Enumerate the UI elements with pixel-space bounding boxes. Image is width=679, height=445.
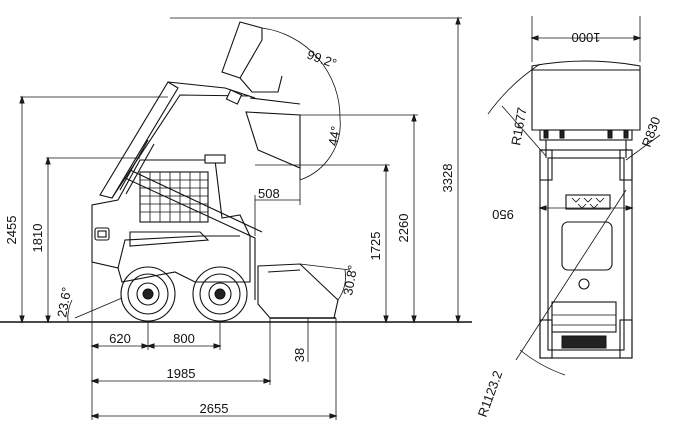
label-1000: 1000 [572,30,601,45]
lowered-bucket [257,263,339,319]
top-view: 1000 [475,16,664,419]
dim-height-2455: 2455 [4,95,25,324]
label-r830: R830 [639,115,664,149]
dim-height-2260: 2260 [396,113,417,324]
label-620: 620 [109,331,131,346]
angle-44: 44° [299,115,343,181]
dim-1985: 1985 [90,366,272,384]
dim-800: 800 [146,331,222,349]
dim-2655: 2655 [90,401,338,419]
label-950: 950 [492,207,514,222]
dim-38: 38 [292,318,320,362]
top-body [539,140,633,359]
dim-620: 620 [90,331,150,349]
label-3328: 3328 [440,164,455,193]
dim-1000: 1000 [530,30,642,45]
lift-arm [99,81,263,300]
machine-body [91,154,251,283]
label-99-2: 99.2° [305,47,339,72]
label-23-6: 23.6° [54,286,74,319]
label-r1123-2: R1123.2 [475,369,506,419]
radius-r1123-2: R1123.2 [475,189,627,419]
angle-23-6: 23.6° [54,286,123,323]
dim-reach-508: 508 [254,165,301,236]
label-2455: 2455 [4,216,19,245]
label-2260: 2260 [396,214,411,243]
label-44: 44° [325,125,343,147]
side-view: 2455 1810 3328 2260 1725 [0,16,472,420]
label-2655: 2655 [200,401,229,416]
rear-wheel [120,266,176,322]
label-1725: 1725 [368,232,383,261]
radius-r1677: R1677 [487,63,547,157]
dim-950: 950 [492,205,634,222]
label-800: 800 [173,331,195,346]
label-1985: 1985 [167,366,196,381]
top-bucket [531,60,641,141]
dim-height-3328: 3328 [440,16,461,324]
label-r1677: R1677 [508,106,529,146]
dim-height-1810: 1810 [30,156,51,324]
label-508: 508 [258,186,280,201]
front-wheel [192,266,248,322]
label-30-8: 30.8° [340,264,360,297]
label-1810: 1810 [30,224,45,253]
label-38: 38 [292,348,307,362]
angle-30-8: 30.8° [299,263,360,301]
angle-99-2: 99.2° [261,27,341,119]
dim-height-1725: 1725 [368,163,389,324]
